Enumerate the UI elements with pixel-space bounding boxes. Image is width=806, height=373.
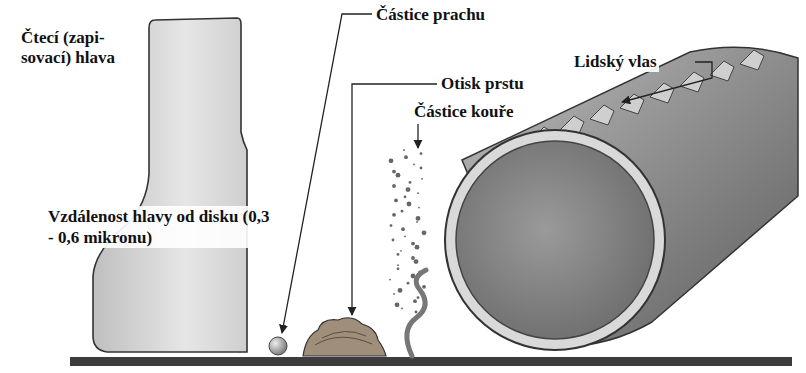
- smoke-dot: [396, 173, 401, 178]
- hair-scale: [740, 50, 764, 70]
- smoke-dot: [392, 213, 396, 217]
- smoke-dot: [415, 311, 418, 314]
- part-label: Lidský vlas: [572, 51, 659, 72]
- dimension-label: Vzdálenost hlavy od disku (0,3 - 0,6 mik…: [46, 206, 280, 248]
- smoke-dot: [397, 264, 399, 266]
- head-shape: Čtecí (zapi- sovací) hlava: [15, 14, 255, 357]
- fingerprint: [303, 318, 386, 356]
- smoke-dot: [394, 199, 398, 203]
- disk-surface: [70, 357, 792, 366]
- head-body: [93, 18, 247, 352]
- smoke-dot: [413, 299, 417, 303]
- hair-scale: [680, 72, 704, 92]
- smoke-dot: [401, 308, 403, 310]
- leader-line: [417, 124, 418, 148]
- smoke-dot: [404, 236, 406, 238]
- smoke-dot: [392, 184, 396, 188]
- smoke-dot: [392, 239, 395, 242]
- dust-particle: [269, 337, 287, 355]
- smoke-dot: [393, 293, 395, 295]
- smoke-dot: [389, 158, 394, 163]
- smoke-dot: [420, 167, 423, 170]
- smoke-dot: [420, 152, 423, 155]
- hair-scale: [710, 61, 734, 81]
- smoke-dot: [407, 282, 410, 285]
- hair-core: [456, 141, 654, 339]
- smoke-dot: [413, 164, 415, 166]
- head-label: Čtecí (zapi- sovací) hlava: [21, 28, 149, 68]
- smoke-dot: [395, 302, 400, 307]
- smoke-dot: [409, 181, 412, 184]
- smoke-dot: [400, 250, 402, 252]
- smoke-dot: [416, 216, 421, 221]
- smoke-dot: [389, 279, 391, 281]
- smoke-dot: [414, 259, 419, 264]
- smoke-dot: [421, 178, 423, 180]
- leader-line: [282, 14, 372, 333]
- smoke-dot: [415, 245, 420, 250]
- smoke-dot: [397, 267, 400, 270]
- smoke-dot: [397, 253, 400, 256]
- smoke-dot: [390, 224, 393, 227]
- hair-ring: [445, 130, 665, 350]
- smoke-dot: [398, 288, 403, 293]
- smoke-dot: [416, 221, 418, 223]
- smoke-dot: [401, 227, 405, 231]
- smoke-dot: [422, 230, 427, 235]
- part-label: Částice kouře: [412, 101, 516, 122]
- smoke-dot: [392, 170, 396, 174]
- smoke-dot: [422, 285, 426, 289]
- smoke-dot: [407, 202, 412, 207]
- hair-scale: [590, 105, 614, 125]
- part-label: Otisk prstu: [439, 73, 526, 94]
- smoke-dot: [403, 149, 405, 151]
- smoke-dot: [406, 187, 411, 192]
- part-label: Částice prachu: [374, 4, 487, 25]
- smoke-dot: [417, 296, 420, 299]
- smoke-curl: [407, 270, 426, 356]
- smoke-dot: [401, 210, 404, 213]
- smoke-dot: [418, 207, 420, 209]
- smoke-dot: [411, 256, 415, 260]
- smoke-dot: [404, 195, 407, 198]
- fingerprint-ridges: [315, 331, 372, 345]
- smoke-dot: [404, 155, 408, 159]
- smoke-dot: [411, 242, 415, 246]
- smoke-dot: [417, 192, 419, 194]
